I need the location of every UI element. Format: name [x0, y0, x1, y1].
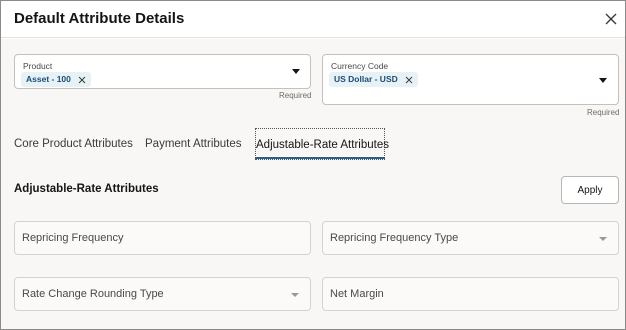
product-required-text: Required: [279, 91, 312, 100]
tab-core-product-attributes[interactable]: Core Product Attributes: [14, 138, 133, 150]
caret-down-icon: [291, 293, 299, 297]
currency-chip: US Dollar - USD: [329, 72, 418, 87]
repricing-frequency-type-label: Repricing Frequency Type: [330, 232, 459, 244]
section-title: Adjustable-Rate Attributes: [14, 183, 159, 195]
product-label: Product: [23, 61, 53, 71]
caret-down-icon[interactable]: [292, 69, 300, 74]
apply-button[interactable]: Apply: [561, 176, 619, 204]
rate-change-rounding-type-label: Rate Change Rounding Type: [22, 288, 164, 300]
close-icon: [405, 76, 413, 83]
repricing-frequency-type-select[interactable]: Repricing Frequency Type: [322, 221, 619, 255]
currency-code-label: Currency Code: [331, 61, 389, 71]
net-margin-field[interactable]: Net Margin: [322, 277, 619, 311]
chip-remove-button[interactable]: [405, 76, 413, 84]
product-select[interactable]: Product Asset - 100: [14, 54, 311, 89]
selected-tab-indicator: [255, 157, 385, 159]
chip-remove-button[interactable]: [78, 76, 86, 84]
close-icon: [78, 76, 86, 83]
dialog-header: Default Attribute Details: [1, 1, 625, 38]
tab-payment-attributes[interactable]: Payment Attributes: [145, 138, 242, 150]
caret-down-icon: [599, 237, 607, 241]
repricing-frequency-field[interactable]: Repricing Frequency: [14, 221, 311, 255]
close-icon: [605, 13, 617, 25]
dialog-title: Default Attribute Details: [14, 10, 185, 27]
caret-down-icon[interactable]: [599, 78, 607, 83]
product-chip-label: Asset - 100: [26, 74, 71, 84]
tab-adjustable-rate-attributes[interactable]: Adjustable-Rate Attributes: [255, 128, 389, 160]
currency-chip-label: US Dollar - USD: [334, 74, 398, 84]
currency-code-select[interactable]: Currency Code US Dollar - USD: [322, 54, 619, 105]
currency-required-text: Required: [587, 108, 620, 117]
close-button[interactable]: [604, 12, 618, 26]
product-chip: Asset - 100: [21, 72, 91, 87]
rate-change-rounding-type-select[interactable]: Rate Change Rounding Type: [14, 277, 311, 311]
